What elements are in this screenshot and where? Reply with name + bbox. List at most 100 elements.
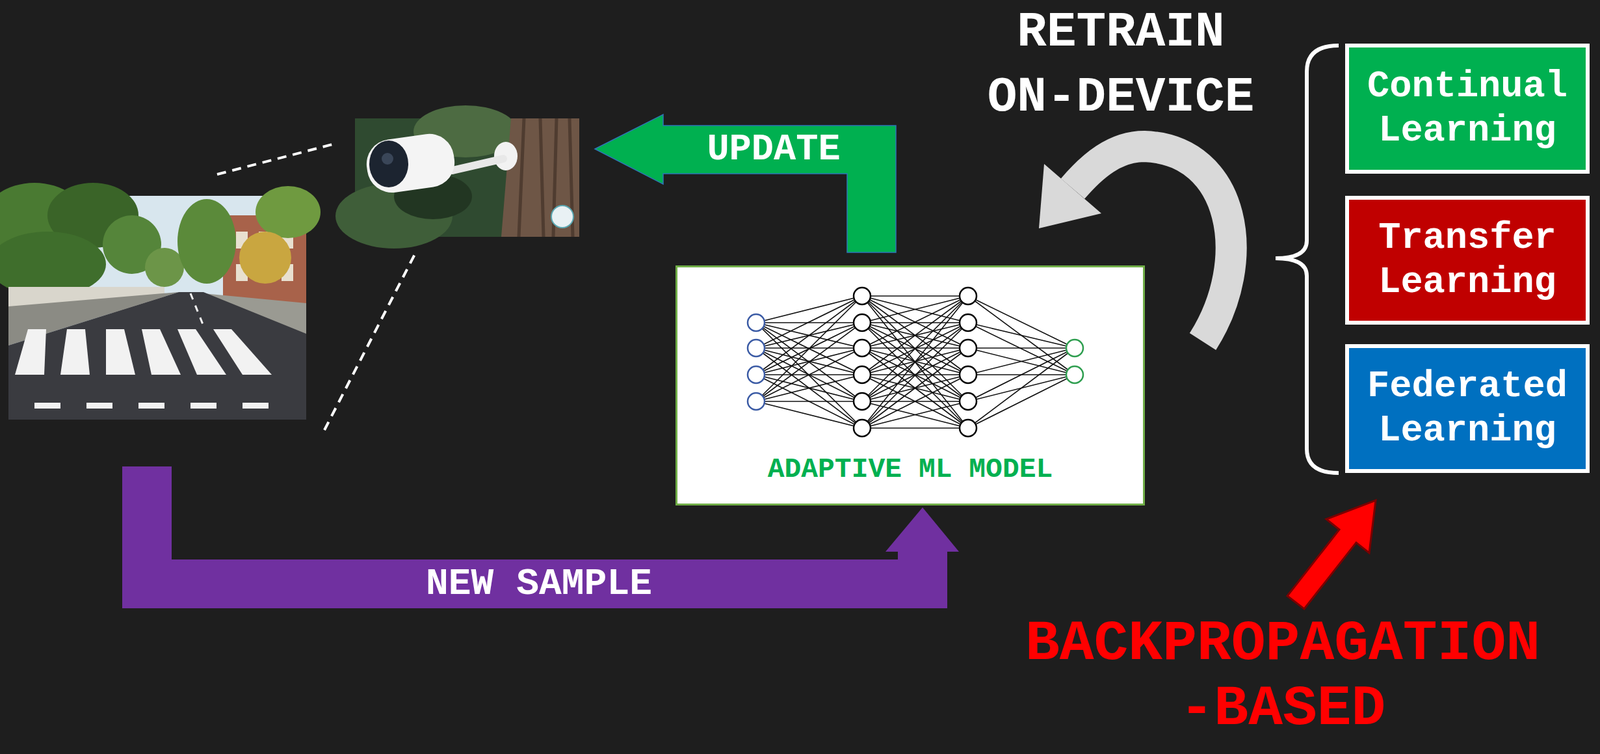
retrain-arrow xyxy=(1072,146,1232,342)
view-line xyxy=(217,143,335,175)
network-edge xyxy=(968,347,1075,402)
street-photo xyxy=(177,198,237,284)
network-edge xyxy=(862,295,969,348)
network-neuron xyxy=(959,287,977,305)
network-neuron xyxy=(853,419,871,437)
network-edge xyxy=(968,295,1075,375)
street-photo xyxy=(8,291,307,420)
method-label: Federated Learning xyxy=(1360,364,1574,454)
neural-network xyxy=(747,287,1084,437)
backprop-label: BACKPROPAGATION -BASED xyxy=(1006,611,1560,742)
method-label: Continual Learning xyxy=(1360,64,1574,154)
street-photo xyxy=(138,402,165,409)
network-edge xyxy=(862,295,969,323)
method-label: Transfer Learning xyxy=(1360,215,1574,305)
network-edge xyxy=(756,347,863,375)
camera-photo xyxy=(363,130,458,196)
network-neuron xyxy=(853,392,871,410)
camera-photo xyxy=(452,158,504,171)
camera-photo xyxy=(335,105,580,249)
network-edge xyxy=(862,295,969,323)
network-edge xyxy=(968,347,1075,428)
network-neuron xyxy=(959,419,977,437)
network-edge xyxy=(862,295,969,402)
network-edge xyxy=(756,374,863,402)
network-edge xyxy=(756,295,863,375)
network-neuron xyxy=(747,366,765,383)
street-photo xyxy=(105,328,136,375)
network-edge xyxy=(862,295,969,348)
street-photo xyxy=(190,402,217,409)
backprop-arrow xyxy=(1287,499,1376,609)
network-neuron xyxy=(853,287,871,305)
network-edge xyxy=(862,322,969,428)
street-photo xyxy=(144,247,184,287)
network-edge xyxy=(862,374,969,428)
network-edge xyxy=(862,295,969,402)
network-edge xyxy=(862,374,969,428)
network-edge xyxy=(756,295,863,402)
network-neuron xyxy=(747,314,765,331)
model-background xyxy=(675,265,1145,506)
network-edge xyxy=(862,295,969,428)
method-box: Continual Learning xyxy=(1345,43,1590,174)
network-edge xyxy=(968,347,1075,375)
network-edge xyxy=(756,374,863,402)
view-line xyxy=(324,252,416,430)
camera-photo xyxy=(501,118,580,237)
network-neuron xyxy=(1066,366,1084,383)
network-edge xyxy=(756,347,863,402)
network-edge xyxy=(862,295,969,375)
network-edge xyxy=(756,347,863,428)
network-edge xyxy=(968,374,1075,428)
network-neuron xyxy=(959,339,977,357)
network-edge xyxy=(862,347,969,428)
network-neuron xyxy=(747,339,765,357)
model-title: ADAPTIVE ML MODEL xyxy=(767,452,1054,487)
camera-photo xyxy=(381,152,394,165)
method-box: Transfer Learning xyxy=(1345,195,1590,325)
network-edge xyxy=(756,322,863,402)
brace-bracket xyxy=(1275,45,1339,473)
network-edge xyxy=(862,401,969,428)
network-edge xyxy=(756,322,863,428)
method-box: Federated Learning xyxy=(1345,343,1590,473)
camera-photo xyxy=(363,130,458,196)
street-photo xyxy=(141,328,181,375)
network-neuron xyxy=(959,366,977,383)
network-edge xyxy=(968,347,1075,349)
street-photo xyxy=(34,402,61,409)
network-edge xyxy=(968,347,1075,375)
network-edge xyxy=(862,322,969,428)
street-photo xyxy=(242,402,269,409)
network-edge xyxy=(862,295,969,297)
network-edge xyxy=(756,295,863,323)
street-photo xyxy=(0,182,321,420)
network-edge xyxy=(862,401,969,428)
street-photo xyxy=(14,328,47,375)
network-edge xyxy=(756,401,863,428)
network-edge xyxy=(862,295,969,428)
street-photo xyxy=(60,328,90,375)
network-neuron xyxy=(959,392,977,410)
network-neuron xyxy=(853,366,871,383)
street-photo xyxy=(239,231,292,284)
network-neuron xyxy=(853,339,871,357)
network-edge xyxy=(756,347,863,375)
network-edge xyxy=(862,347,969,428)
network-neuron xyxy=(1066,339,1084,357)
network-edge xyxy=(756,400,863,402)
update-label: UPDATE xyxy=(656,125,891,174)
model-box: ADAPTIVE ML MODEL xyxy=(675,265,1145,506)
network-edge xyxy=(756,374,863,428)
street-photo xyxy=(86,402,113,409)
network-edge xyxy=(756,347,863,402)
retrain-label: RETRAIN ON-DEVICE xyxy=(977,0,1264,131)
network-neuron xyxy=(853,314,871,331)
street-photo xyxy=(190,293,204,326)
camera-photo xyxy=(551,205,574,228)
update-arrow xyxy=(594,114,896,253)
network-edge xyxy=(862,427,969,429)
retrain-arrowhead xyxy=(1038,163,1102,229)
network-edge xyxy=(968,295,1075,348)
